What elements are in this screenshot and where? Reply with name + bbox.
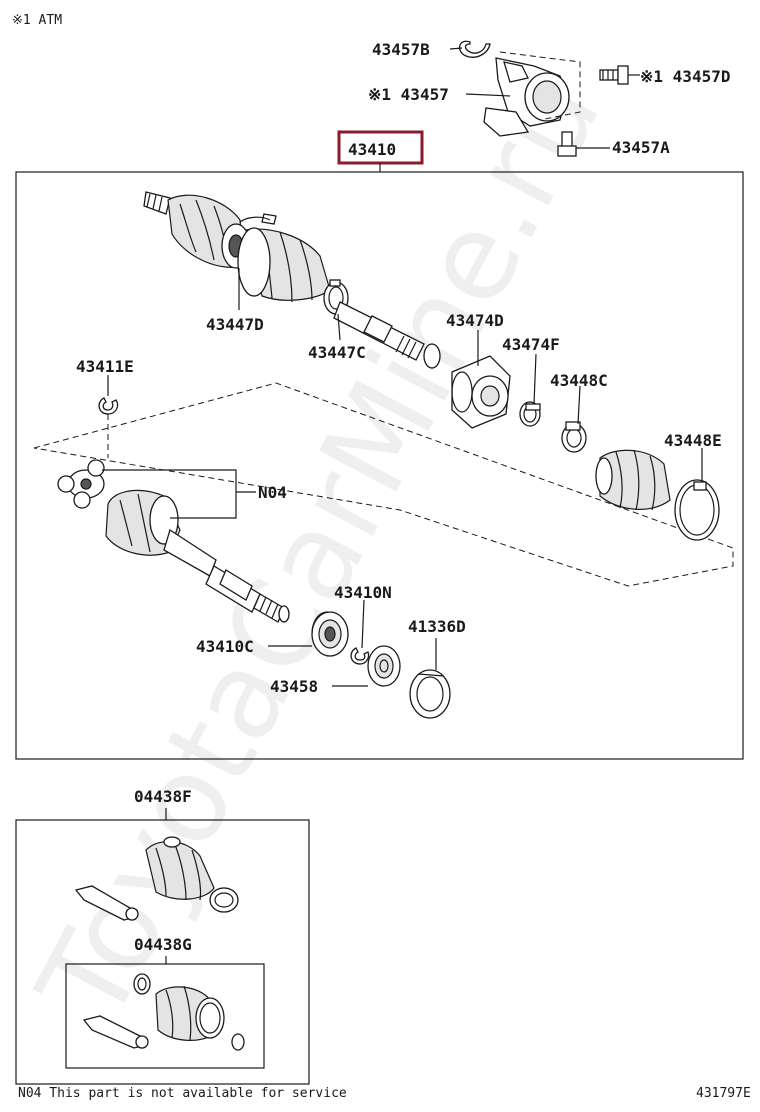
- callout-n04[interactable]: N04: [258, 483, 287, 502]
- boot-clamp-43448e[interactable]: [674, 479, 720, 541]
- callout-43448c[interactable]: 43448C: [550, 371, 608, 390]
- inner-joint-subassembly-outline: [33, 382, 734, 587]
- snap-ring-43457b[interactable]: [459, 40, 491, 58]
- boot-kit-04438f[interactable]: [74, 836, 239, 921]
- callout-43411e[interactable]: 43411E: [76, 357, 134, 376]
- snap-ring-43411e[interactable]: [98, 397, 119, 415]
- boot-kit-g-frame: [65, 963, 265, 1069]
- dust-cover-41336d[interactable]: [409, 669, 451, 719]
- header-note: ※1 ATM: [12, 13, 62, 28]
- clamp-43474f[interactable]: [519, 401, 541, 427]
- assembly-frame: [15, 171, 744, 760]
- inner-joint-housing[interactable]: [105, 489, 217, 577]
- callout-43458[interactable]: 43458: [270, 677, 318, 696]
- snap-ring-43410n[interactable]: [350, 647, 370, 665]
- outer-spline-stub[interactable]: [143, 191, 171, 215]
- bolt-43457a[interactable]: [557, 131, 577, 157]
- callout-41336d[interactable]: 41336D: [408, 617, 466, 636]
- clamp-43448c[interactable]: [561, 421, 587, 453]
- drive-shaft-assembly: [57, 191, 720, 719]
- seal-43458[interactable]: [367, 645, 401, 687]
- boot-clamp-top[interactable]: [239, 213, 277, 225]
- callout-43447d[interactable]: 43447D: [206, 315, 264, 334]
- boot-kit-f-frame: [15, 819, 310, 1085]
- shaft-bar[interactable]: [333, 301, 441, 369]
- callout-43410c[interactable]: 43410C: [196, 637, 254, 656]
- boot-kit-04438g[interactable]: [82, 973, 245, 1051]
- bearing-bracket-group: [459, 40, 629, 157]
- callout-04438f[interactable]: 04438F: [134, 787, 192, 806]
- callout-43474d[interactable]: 43474D: [446, 311, 504, 330]
- callout-43457d[interactable]: ※1 43457D: [640, 67, 730, 86]
- footer-note: N04 This part is not available for servi…: [18, 1086, 347, 1101]
- callout-43448e[interactable]: 43448E: [664, 431, 722, 450]
- tripod-joint-n04[interactable]: [57, 459, 105, 509]
- dynamic-damper-43474d[interactable]: [451, 355, 511, 429]
- bearing-bracket-43457[interactable]: [483, 57, 570, 137]
- callout-43457[interactable]: ※1 43457: [368, 85, 449, 104]
- callout-43474f[interactable]: 43474F: [502, 335, 560, 354]
- callout-43410n[interactable]: 43410N: [334, 583, 392, 602]
- callout-43457a[interactable]: 43457A: [612, 138, 670, 157]
- outer-boot-large[interactable]: [237, 227, 331, 303]
- callout-43447c[interactable]: 43447C: [308, 343, 366, 362]
- inner-boot[interactable]: [595, 449, 671, 511]
- bearing-43410c[interactable]: [311, 611, 349, 657]
- bolt-43457d[interactable]: [599, 65, 629, 85]
- inner-shaft[interactable]: [205, 565, 290, 623]
- callout-04438g[interactable]: 04438G: [134, 935, 192, 954]
- diagram-code: 431797E: [696, 1086, 751, 1101]
- callout-43410[interactable]: 43410: [348, 140, 396, 159]
- callout-43457b[interactable]: 43457B: [372, 40, 430, 59]
